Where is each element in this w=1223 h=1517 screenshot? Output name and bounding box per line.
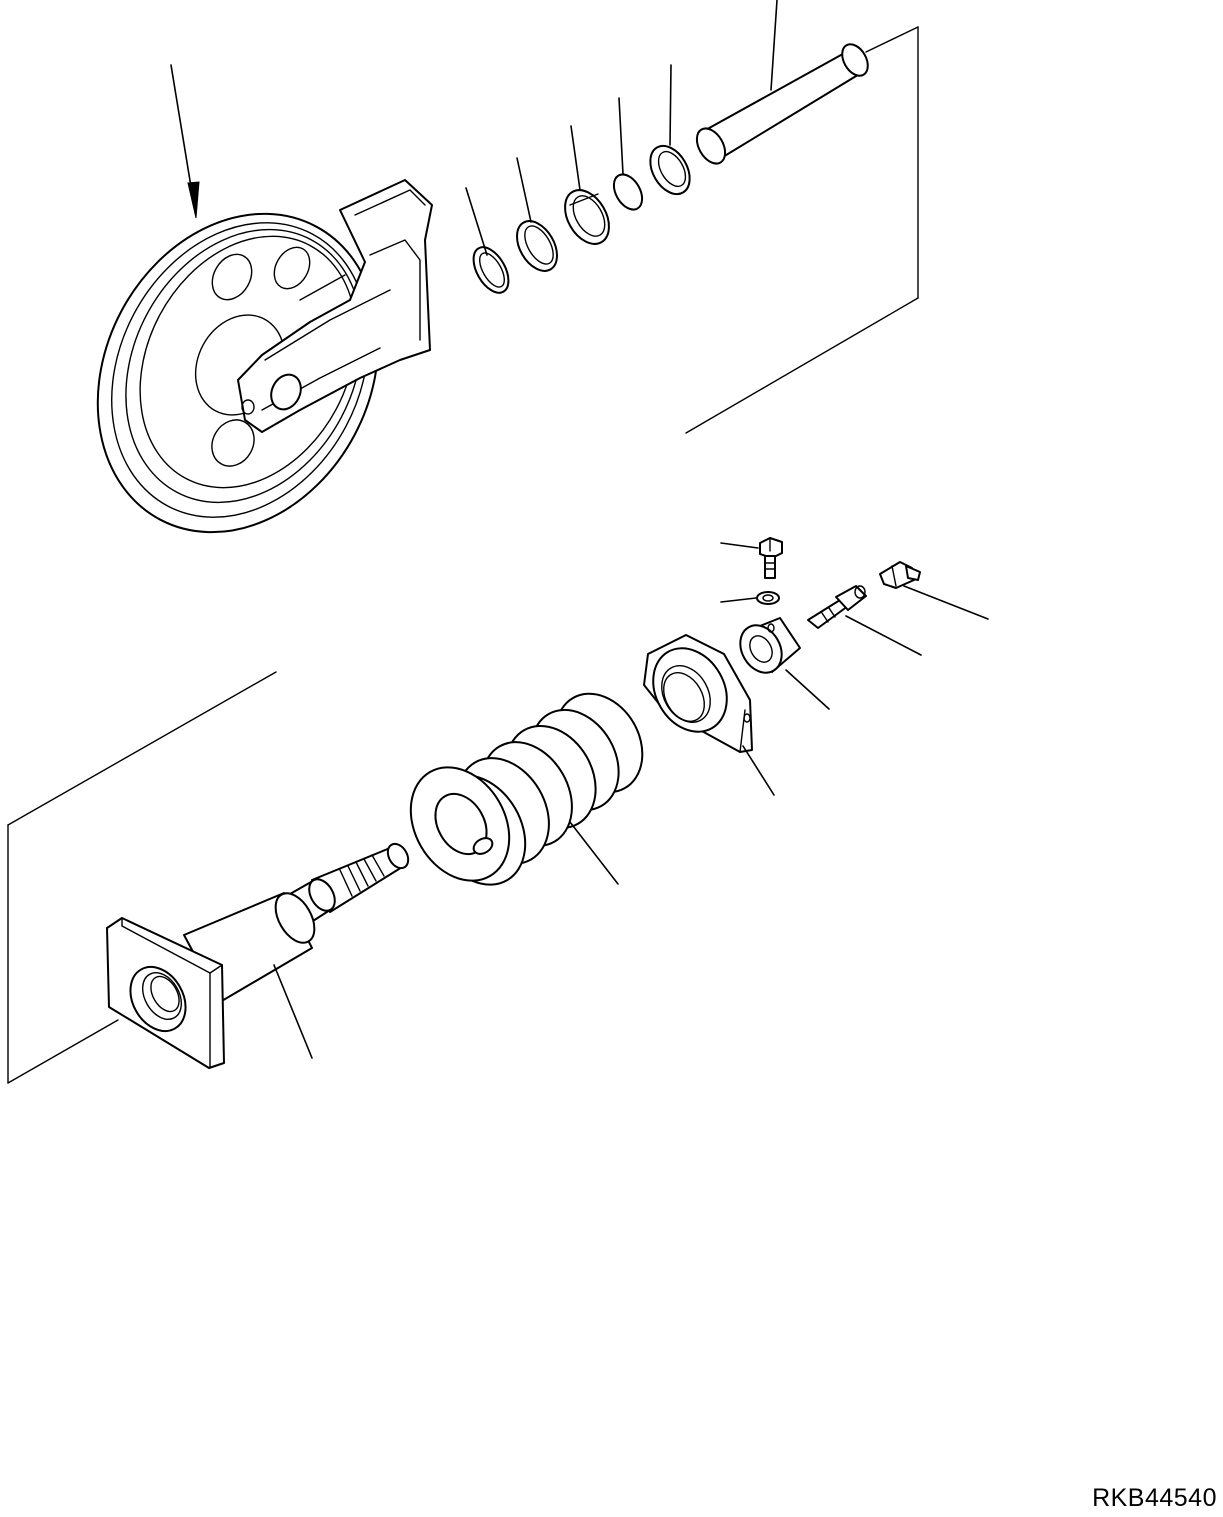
valve [807,585,922,656]
nut [739,617,830,710]
pin [695,0,869,165]
rod-cylinder [106,842,410,1069]
drawing-code: RKB44540 [1092,1484,1217,1512]
lower-frame [7,671,277,1084]
spring [409,692,644,886]
grease-fitting [879,561,989,620]
bolt [720,537,783,579]
washer [720,591,780,605]
upper-frame [685,26,919,434]
idler-assembly [96,64,433,534]
ring [516,157,558,272]
seal [649,64,691,196]
holder [643,634,775,796]
snap-ring [465,187,510,294]
bushing [564,125,610,245]
o-ring [612,97,644,211]
